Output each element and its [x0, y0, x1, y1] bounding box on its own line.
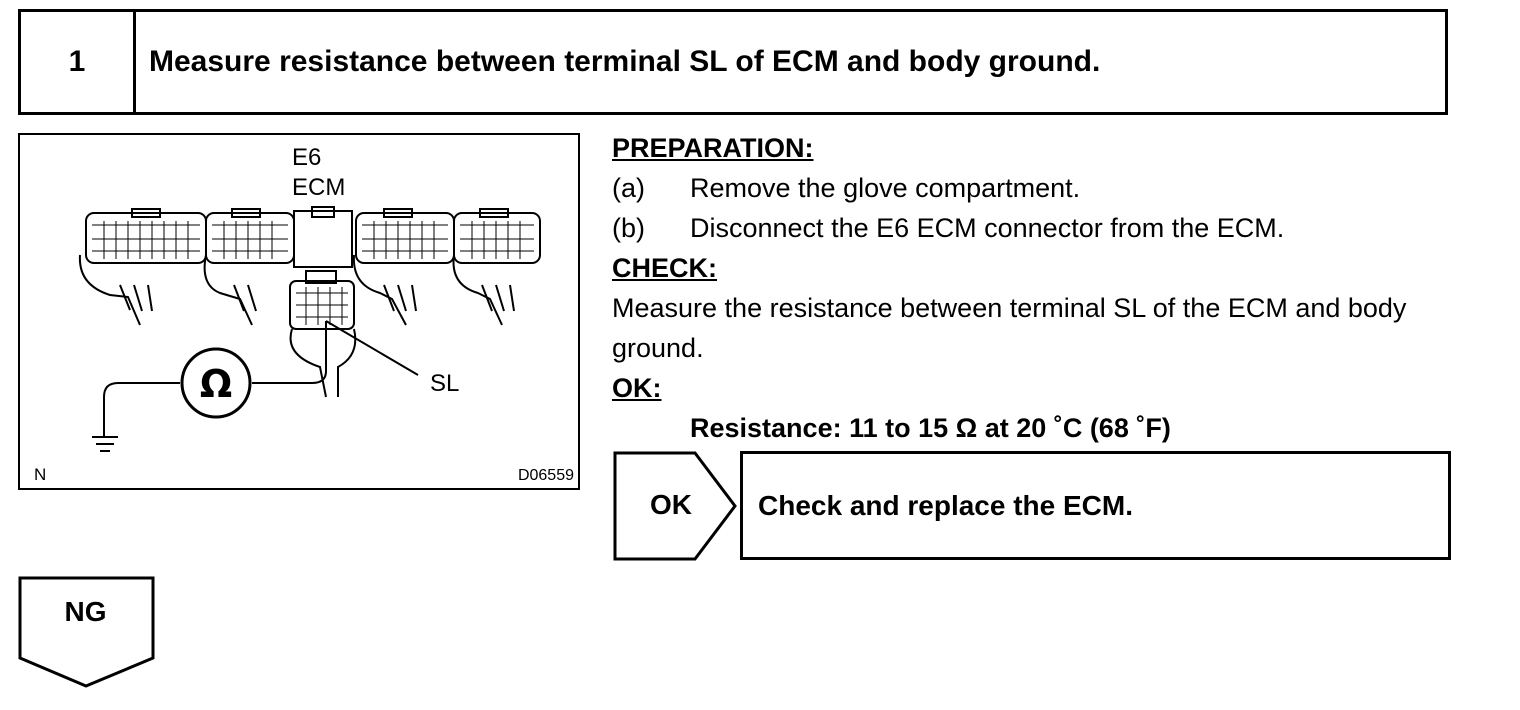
ok-result: Check and replace the ECM.: [740, 451, 1451, 560]
terminal-label: SL: [430, 370, 459, 397]
preparation-step: (a) Remove the glove compartment.: [612, 168, 1457, 208]
step-header: 1 Measure resistance between terminal SL…: [18, 9, 1448, 115]
ng-label: NG: [64, 596, 107, 627]
preparation-step-text: Remove the glove compartment.: [690, 173, 1081, 203]
ok-label: OK: [650, 489, 692, 520]
ohm-symbol: Ω: [200, 362, 232, 406]
connector-name: ECM: [292, 174, 345, 201]
step-number: 1: [21, 12, 136, 112]
ecm-connector-diagram: Ω E6 ECM SL N D06559: [34, 144, 574, 484]
connector-code: E6: [292, 144, 321, 171]
ground-icon: [92, 436, 118, 452]
ng-arrow-icon: [18, 576, 155, 688]
instructions: PREPARATION: (a) Remove the glove compar…: [612, 128, 1457, 448]
preparation-step-text: Disconnect the E6 ECM connector from the…: [690, 213, 1285, 243]
preparation-step: (b) Disconnect the E6 ECM connector from…: [612, 208, 1457, 248]
wiring-figure: Ω E6 ECM SL N D06559: [18, 133, 580, 490]
check-heading: CHECK:: [612, 253, 717, 283]
connector-icon: [78, 206, 541, 398]
corner-mark: N: [34, 465, 46, 484]
check-text: Measure the resistance between terminal …: [612, 293, 1407, 363]
ok-heading: OK:: [612, 373, 662, 403]
step-title: Measure resistance between terminal SL o…: [149, 45, 1101, 78]
preparation-step-label: (b): [612, 213, 645, 243]
ok-arrow-icon: [613, 451, 737, 561]
resistance-spec: Resistance: 11 to 15 Ω at 20 ˚C (68 ˚F): [690, 413, 1171, 443]
preparation-step-label: (a): [612, 173, 645, 203]
ohmmeter-icon: Ω: [180, 347, 252, 419]
preparation-heading: PREPARATION:: [612, 133, 814, 163]
figure-id: D06559: [518, 467, 574, 484]
